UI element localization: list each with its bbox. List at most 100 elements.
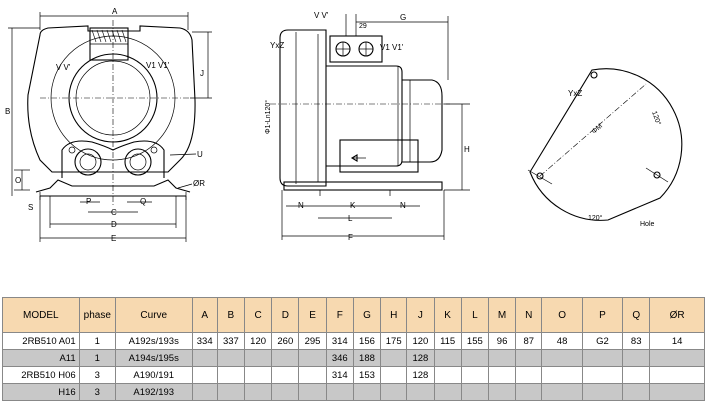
table-cell	[352, 383, 382, 401]
flange-angle-top: 120°	[650, 110, 663, 127]
table-cell: 2RB510 A01	[2, 332, 80, 350]
col-header: D	[271, 297, 300, 333]
side-motor	[326, 65, 403, 167]
table-cell: 3	[78, 366, 116, 384]
side-k-label: K	[350, 201, 356, 210]
table-cell	[271, 349, 300, 367]
col-header: Q	[622, 297, 651, 333]
table-cell	[515, 383, 543, 401]
col-header: P	[581, 297, 624, 333]
col-header: Curve	[114, 297, 193, 333]
side-shaft-label: Φ1-Ln120°	[264, 100, 272, 134]
spec-table: MODEL phase Curve A B C D E F G H J K L …	[2, 297, 705, 401]
dim-s-label: S	[28, 203, 33, 212]
front-vv-label: V V'	[56, 63, 71, 72]
side-view: V V' 29 G V1 V1' YxZ Φ1-Ln120° H N K N L…	[264, 11, 470, 242]
table-cell: 155	[460, 332, 489, 350]
table-cell	[216, 349, 246, 367]
table-cell	[460, 383, 489, 401]
flange-hole-top	[590, 71, 598, 79]
side-l-label: L	[348, 214, 353, 223]
col-header: N	[515, 297, 543, 333]
table-cell: 314	[325, 366, 354, 384]
table-cell	[298, 383, 327, 401]
col-header: O	[541, 297, 583, 333]
table-cell: 295	[298, 332, 327, 350]
table-cell	[380, 383, 408, 401]
table-cell	[271, 366, 300, 384]
side-dim29-label: 29	[359, 23, 367, 30]
dim-e-label: E	[111, 234, 116, 243]
table-cell	[622, 349, 651, 367]
front-v1v1-label: V1 V1'	[146, 61, 170, 70]
table-cell	[216, 366, 246, 384]
table-cell	[433, 349, 462, 367]
table-cell	[649, 366, 705, 384]
table-cell	[515, 349, 543, 367]
table-cell	[243, 349, 273, 367]
col-header: MODEL	[2, 297, 80, 333]
table-cell: A11	[2, 349, 80, 367]
table-cell	[216, 383, 246, 401]
side-n-right-label: N	[400, 201, 406, 210]
table-cell: 334	[191, 332, 218, 350]
col-header: M	[487, 297, 517, 333]
table-cell: 3	[78, 383, 116, 401]
table-cell: 1	[78, 332, 116, 350]
table-cell	[298, 349, 327, 367]
table-cell	[325, 383, 354, 401]
side-g-label: G	[400, 13, 406, 22]
dim-d-label: D	[111, 220, 117, 229]
flange-arc	[529, 68, 683, 221]
table-cell	[581, 383, 624, 401]
table-cell	[581, 366, 624, 384]
table-cell: A194s/195s	[114, 349, 193, 367]
side-n-left-label: N	[298, 201, 304, 210]
col-header: L	[460, 297, 489, 333]
table-cell	[271, 383, 300, 401]
dim-b-label: B	[5, 107, 10, 116]
table-cell: 314	[325, 332, 354, 350]
table-cell: A192s/193s	[114, 332, 193, 350]
table-cell: 260	[271, 332, 300, 350]
table-cell	[191, 383, 218, 401]
table-cell: 115	[433, 332, 462, 350]
table-cell: 96	[487, 332, 517, 350]
table-cell: 120	[406, 332, 435, 350]
table-cell: G2	[581, 332, 624, 350]
col-header: C	[243, 297, 273, 333]
flange-angle-bottom: 120°	[588, 214, 603, 222]
side-yxz-label: YxZ	[270, 41, 284, 50]
table-cell: 48	[541, 332, 583, 350]
table-cell	[406, 383, 435, 401]
table-cell: 2RB510 H06	[2, 366, 80, 384]
front-port-right	[124, 148, 152, 176]
table-cell	[380, 366, 408, 384]
table-cell: 87	[515, 332, 543, 350]
col-header: phase	[78, 297, 116, 333]
col-header: H	[380, 297, 408, 333]
dim-u-label: U	[197, 150, 203, 159]
table-cell	[243, 383, 273, 401]
side-vv-label: V V'	[314, 11, 329, 20]
flange-hole-right	[653, 171, 661, 179]
table-cell	[649, 383, 705, 401]
flange-view: YxZ 120° ΦM 120° Hole	[527, 68, 683, 228]
side-terminal-box	[339, 139, 419, 173]
table-cell	[298, 366, 327, 384]
side-h-label: H	[464, 145, 470, 154]
table-cell	[649, 349, 705, 367]
flange-hole-label: Hole	[640, 221, 655, 228]
table-cell: A190/191	[114, 366, 193, 384]
table-cell	[243, 366, 273, 384]
flange-hole-left	[536, 172, 544, 180]
front-top-port-hatch	[91, 29, 127, 43]
col-header: G	[352, 297, 382, 333]
dim-c-label: C	[111, 208, 117, 217]
table-cell: 128	[406, 349, 435, 367]
table-cell	[487, 349, 517, 367]
flange-m-label: ΦM	[591, 123, 604, 136]
table-cell: H16	[2, 383, 80, 401]
table-cell	[433, 383, 462, 401]
table-cell	[581, 349, 624, 367]
